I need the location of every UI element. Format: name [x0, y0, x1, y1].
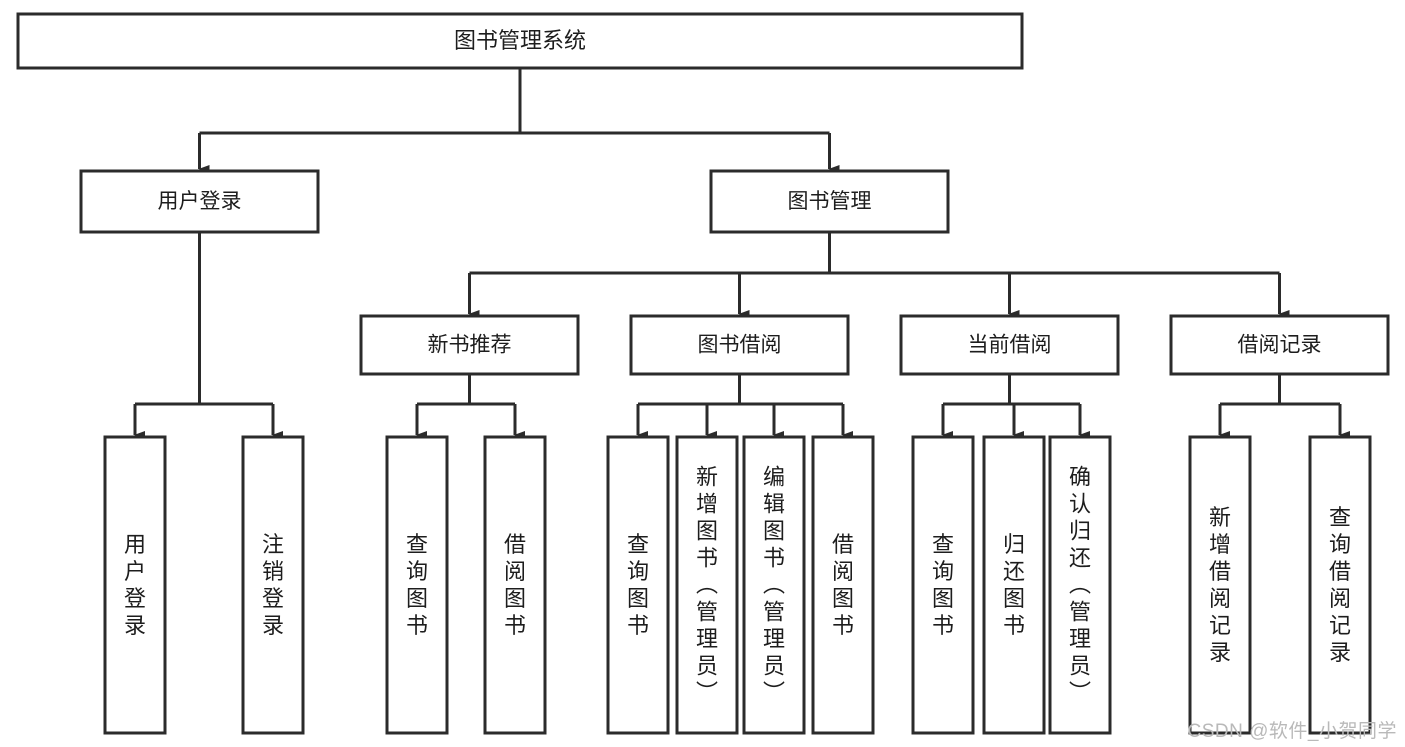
leaf-node-借阅图书[interactable]: 借阅图书: [811, 435, 875, 735]
level2-node-用户登录[interactable]: 用户登录: [79, 169, 320, 234]
node-label: 当前借阅: [968, 334, 1052, 357]
leaf-node-新增借阅记录[interactable]: 新增借阅记录: [1188, 435, 1252, 735]
leaf-node-注销登录[interactable]: 注销登录: [241, 435, 305, 735]
node-label: 新增借阅记录: [1209, 505, 1231, 665]
edge-layer: [133, 68, 1350, 439]
connector-group: [636, 374, 853, 439]
connector-group: [415, 374, 525, 439]
node-label: 用户登录: [124, 532, 146, 638]
connector-group: [941, 374, 1090, 439]
node-label: 借阅记录: [1238, 334, 1322, 357]
leaf-node-查询借阅记录[interactable]: 查询借阅记录: [1308, 435, 1372, 735]
connector-group: [468, 232, 1290, 318]
leaf-node-查询图书[interactable]: 查询图书: [911, 435, 975, 735]
node-box: [742, 435, 806, 735]
node-label: 查询图书: [406, 532, 428, 638]
node-label: 查询图书: [932, 532, 954, 638]
node-box: [1188, 435, 1252, 735]
node-box: [1308, 435, 1372, 735]
node-box: [359, 314, 580, 376]
leaf-node-借阅图书[interactable]: 借阅图书: [483, 435, 547, 735]
node-box: [385, 435, 449, 735]
node-label: 图书管理系统: [454, 28, 586, 53]
leaf-node-新增图书管理员[interactable]: 新增图书（管理员）: [675, 435, 739, 735]
node-label: 图书管理: [788, 190, 872, 213]
connector-group: [1218, 374, 1350, 439]
node-label: 借阅图书: [504, 532, 526, 638]
node-label: 用户登录: [158, 190, 242, 213]
node-box: [899, 314, 1120, 376]
node-box: [811, 435, 875, 735]
node-box: [16, 12, 1024, 70]
level3-node-当前借阅[interactable]: 当前借阅: [899, 314, 1120, 376]
level3-node-借阅记录[interactable]: 借阅记录: [1169, 314, 1390, 376]
connector-group: [133, 232, 283, 439]
node-label: 编辑图书（管理员）: [763, 465, 785, 706]
node-label: 归还图书: [1003, 532, 1025, 638]
node-box: [709, 169, 950, 234]
node-box: [241, 435, 305, 735]
connector-group: [198, 68, 840, 173]
node-label: 注销登录: [262, 532, 284, 638]
node-box: [1048, 435, 1112, 735]
node-box: [675, 435, 739, 735]
node-box: [1169, 314, 1390, 376]
leaf-node-查询图书[interactable]: 查询图书: [385, 435, 449, 735]
node-label: 图书借阅: [698, 334, 782, 357]
node-label: 查询借阅记录: [1329, 505, 1351, 665]
root-node-图书管理系统[interactable]: 图书管理系统: [16, 12, 1024, 70]
node-box: [911, 435, 975, 735]
leaf-node-确认归还管理员[interactable]: 确认归还（管理员）: [1048, 435, 1112, 735]
node-box: [103, 435, 167, 735]
leaf-node-查询图书[interactable]: 查询图书: [606, 435, 670, 735]
level2-node-图书管理[interactable]: 图书管理: [709, 169, 950, 234]
node-label: 新书推荐: [428, 334, 512, 357]
leaf-node-归还图书[interactable]: 归还图书: [982, 435, 1046, 735]
leaf-node-用户登录[interactable]: 用户登录: [103, 435, 167, 735]
node-label: 查询图书: [627, 532, 649, 638]
node-box: [629, 314, 850, 376]
node-label: 借阅图书: [832, 532, 854, 638]
node-box: [606, 435, 670, 735]
node-label: 确认归还（管理员）: [1069, 465, 1091, 706]
level3-node-新书推荐[interactable]: 新书推荐: [359, 314, 580, 376]
node-box: [483, 435, 547, 735]
node-box: [982, 435, 1046, 735]
leaf-node-编辑图书管理员[interactable]: 编辑图书（管理员）: [742, 435, 806, 735]
level3-node-图书借阅[interactable]: 图书借阅: [629, 314, 850, 376]
node-layer: 图书管理系统用户登录图书管理新书推荐图书借阅当前借阅借阅记录用户登录注销登录查询…: [16, 12, 1390, 735]
node-box: [79, 169, 320, 234]
node-label: 新增图书（管理员）: [696, 465, 718, 706]
